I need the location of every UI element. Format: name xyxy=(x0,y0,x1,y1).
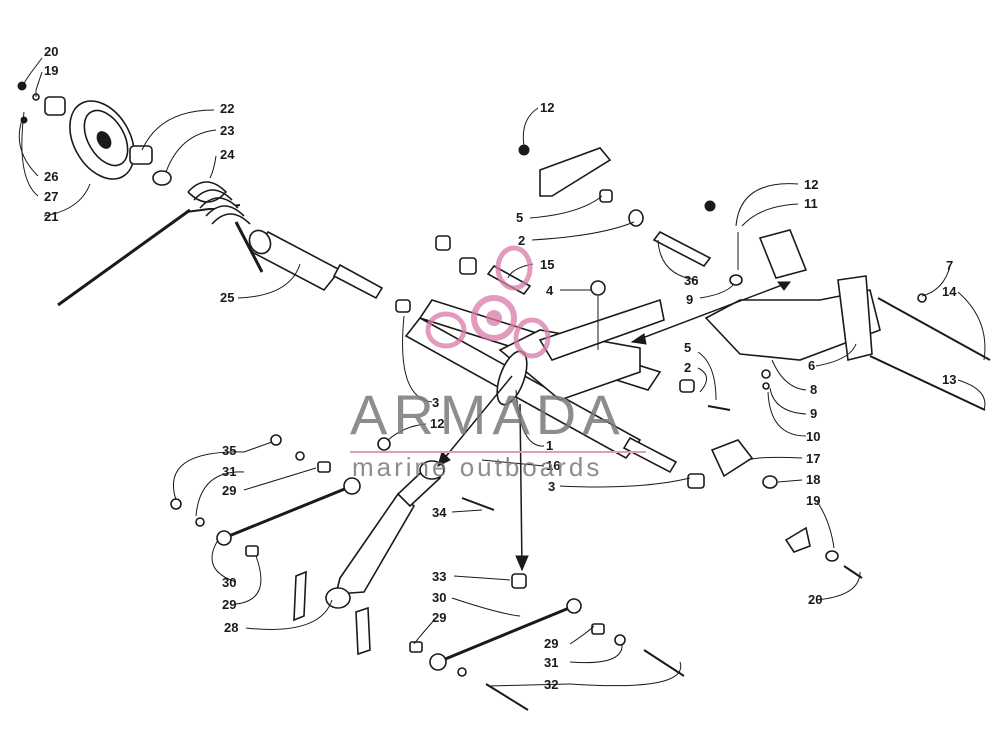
callout-6: 6 xyxy=(808,358,815,373)
callout-17: 17 xyxy=(806,451,820,466)
callout-25: 25 xyxy=(220,290,234,305)
callout-3: 3 xyxy=(548,479,555,494)
callout-12: 12 xyxy=(430,416,444,431)
callout-36: 36 xyxy=(684,273,698,288)
callout-4: 4 xyxy=(546,283,554,298)
callout-10: 10 xyxy=(806,429,820,444)
callout-28: 28 xyxy=(224,620,238,635)
callout-8: 8 xyxy=(810,382,817,397)
idler-wheel-assembly xyxy=(17,81,172,186)
callout-24: 24 xyxy=(220,147,235,162)
spacer-tube xyxy=(248,229,411,313)
callout-9: 9 xyxy=(686,292,693,307)
callout-11: 11 xyxy=(804,196,818,211)
rear-bracket xyxy=(704,200,991,411)
callout-2: 2 xyxy=(684,360,691,375)
callout-20: 20 xyxy=(808,592,822,607)
callout-31: 31 xyxy=(544,655,558,670)
callout-labels: 20 19 26 27 21 22 23 24 25 12 5 2 15 4 3… xyxy=(44,44,957,692)
callout-20: 20 xyxy=(44,44,58,59)
watermark-tagline: marine outboards xyxy=(352,452,603,482)
shock-absorber xyxy=(325,437,495,609)
front-arm-assembly xyxy=(404,280,665,460)
callout-19: 19 xyxy=(44,63,58,78)
callout-29: 29 xyxy=(432,610,446,625)
callout-21: 21 xyxy=(44,209,58,224)
callout-34: 34 xyxy=(432,505,447,520)
callout-31: 31 xyxy=(222,464,236,479)
callout-29: 29 xyxy=(222,597,236,612)
callout-12: 12 xyxy=(804,177,818,192)
callout-2: 2 xyxy=(518,233,525,248)
callout-26: 26 xyxy=(44,169,58,184)
callout-35: 35 xyxy=(222,443,236,458)
callout-33: 33 xyxy=(432,569,446,584)
callout-27: 27 xyxy=(44,189,58,204)
callout-9: 9 xyxy=(810,406,817,421)
callout-29: 29 xyxy=(222,483,236,498)
callout-30: 30 xyxy=(222,575,236,590)
callout-5: 5 xyxy=(516,210,523,225)
callout-32: 32 xyxy=(544,677,558,692)
callout-13: 13 xyxy=(942,372,956,387)
watermark-brand: ARMADA xyxy=(350,383,626,446)
pivot-hardware xyxy=(622,379,863,579)
callout-1: 1 xyxy=(546,438,553,453)
callout-7: 7 xyxy=(946,258,953,273)
callout-14: 14 xyxy=(942,284,957,299)
callout-19: 19 xyxy=(806,493,820,508)
upper-bracket xyxy=(435,144,712,296)
callout-12: 12 xyxy=(540,100,554,115)
callout-30: 30 xyxy=(432,590,446,605)
torsion-spring xyxy=(57,181,264,307)
callout-23: 23 xyxy=(220,123,234,138)
callout-29: 29 xyxy=(544,636,558,651)
callout-22: 22 xyxy=(220,101,234,116)
watermark-divider xyxy=(350,451,646,453)
propeller-logo xyxy=(425,245,551,359)
callout-leaders xyxy=(18,57,986,687)
callout-18: 18 xyxy=(806,472,820,487)
callout-16: 16 xyxy=(546,458,560,473)
callout-3: 3 xyxy=(432,395,439,410)
callout-15: 15 xyxy=(540,257,554,272)
callout-5: 5 xyxy=(684,340,691,355)
